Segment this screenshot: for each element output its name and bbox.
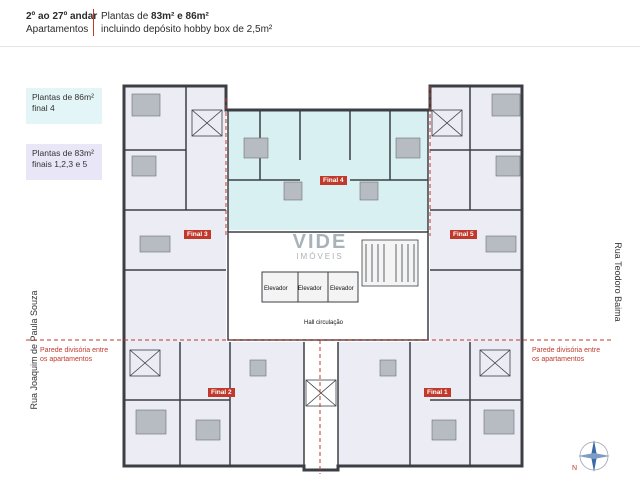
compass-icon: N: [572, 440, 610, 472]
elevator-label-2: Elevador: [298, 286, 322, 292]
wall-note-right: Parede divisória entre os apartamentos: [532, 346, 600, 364]
legend-83-line2: finais 1,2,3 e 5: [32, 159, 88, 169]
final-3-label: Final 3: [184, 230, 211, 239]
legend-86-line1: Plantas de 86m²: [32, 92, 94, 102]
final-5-label: Final 5: [450, 230, 477, 239]
wall-note-right-line1: Parede divisória entre: [532, 347, 601, 354]
legend-86: Plantas de 86m² final 4: [26, 88, 102, 124]
final-2-label: Final 2: [208, 388, 235, 397]
floors-sub: Apartamentos: [26, 24, 89, 35]
watermark-logo: VIDE IMÓVEIS: [284, 232, 356, 261]
wall-note-left-line1: Parede divisória entre: [40, 347, 109, 354]
unit-final5-area: [430, 86, 522, 342]
header-divider: [93, 9, 94, 36]
logo-sub: IMÓVEIS: [296, 252, 344, 261]
unit-final1-area: [338, 342, 522, 466]
wall-note-left-line2: os apartamentos: [40, 356, 93, 363]
page-header: 2º ao 27º andar Apartamentos Plantas de …: [0, 0, 640, 42]
logo-word: VIDE: [292, 231, 348, 253]
final-1-label: Final 1: [424, 388, 451, 397]
compass-north-label: N: [572, 465, 577, 472]
plans-title-prefix: Plantas de: [101, 11, 152, 22]
plans-title-bold: 83m² e 86m²: [151, 11, 209, 22]
elevator-shafts: [261, 271, 359, 303]
stairs: [361, 239, 419, 287]
legend-83: Plantas de 83m² finais 1,2,3 e 5: [26, 144, 102, 180]
division-lines: [26, 86, 614, 474]
plans-info: Plantas de 83m² e 86m² incluindo depósit…: [101, 10, 272, 36]
unit-final4-area: [228, 110, 428, 230]
plans-sub: incluindo depósito hobby box de 2,5m²: [101, 24, 273, 35]
header-rule: [0, 46, 640, 47]
inner-walls: [124, 86, 522, 466]
floors-range: 2º ao 27º andar: [26, 11, 98, 22]
unit-final2-area: [124, 342, 304, 466]
legend-83-line1: Plantas de 83m²: [32, 148, 94, 158]
wall-note-left: Parede divisória entre os apartamentos: [40, 346, 108, 364]
legend-86-line2: final 4: [32, 103, 55, 113]
elevator-label-3: Elevador: [330, 286, 354, 292]
furniture: [131, 93, 521, 441]
floors-info: 2º ao 27º andar Apartamentos: [26, 10, 97, 36]
service-shafts: [129, 109, 511, 407]
unit-final3-area: [124, 86, 226, 342]
elevator-label-1: Elevador: [264, 286, 288, 292]
hall-label: Hall circulação: [304, 320, 344, 326]
wall-note-right-line2: os apartamentos: [532, 356, 585, 363]
final-4-label: Final 4: [320, 176, 347, 185]
